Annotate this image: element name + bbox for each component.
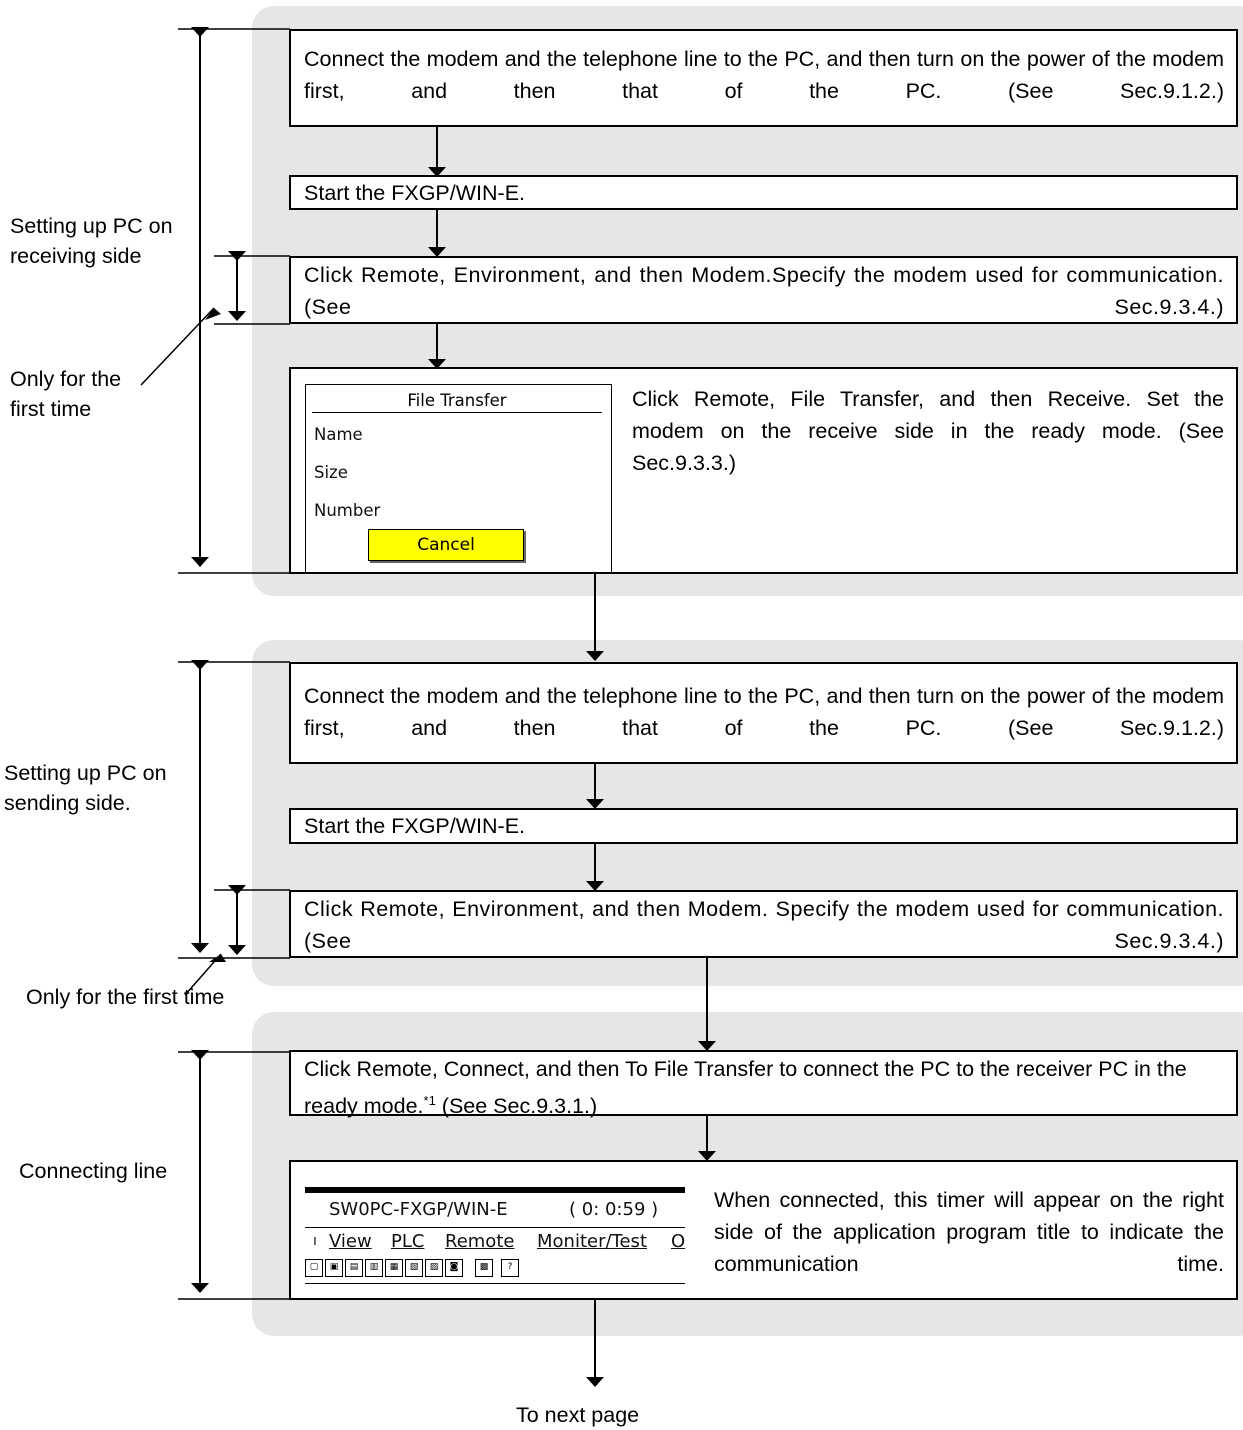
new-file-icon[interactable]: ▢ [305,1259,323,1277]
menu-divider: ı [313,1233,317,1249]
menu-remote[interactable]: Remote [445,1231,515,1252]
app-title: SW0PC-FXGP/WIN-E [329,1199,508,1220]
step3-connect-main: Click Remote, Connect, and then To File … [304,1057,1187,1119]
connecting-line-label: Connecting line [19,1159,168,1183]
step3-connect-ref: (See Sec.9.3.1.) [435,1094,598,1119]
ins-icon[interactable]: ▦ [385,1259,403,1277]
toolbar: ▢ ▣ ▤ ▥ ▦ ▧ ▨ ◙ ▩ ? [305,1259,595,1281]
step1-connect-box: Connect the modem and the telephone line… [289,29,1238,127]
step2-start-box: Start the FXGP/WIN-E. [289,808,1238,844]
step3-connect-text: Click Remote, Connect, and then To File … [304,1053,1224,1122]
step1-connect-text: Connect the modem and the telephone line… [304,47,1224,103]
step1-modem-text: Click Remote, Environment, and then Mode… [304,263,1224,319]
name-label: Name [314,425,363,444]
app-window-snippet: SW0PC-FXGP/WIN-E ( 0: 0:59 ) ı View PLC … [305,1187,686,1284]
save-file-icon[interactable]: ▤ [345,1259,363,1277]
binoculars-icon[interactable]: ◙ [445,1259,463,1277]
step1-start-text: Start the FXGP/WIN-E. [304,181,526,205]
first-time-label-1: Only for the first time [10,367,122,421]
file-transfer-title: File Transfer [312,391,602,413]
step1-modem-box: Click Remote, Environment, and then Mode… [289,256,1238,324]
step3-timer-text: When connected, this timer will appear o… [714,1188,1224,1276]
cancel-button[interactable]: Cancel [368,529,524,561]
step2-modem-text: Click Remote, Environment, and then Mode… [304,897,1224,953]
title-bar-bottom-rule [305,1227,685,1228]
step2-modem-box: Click Remote, Environment, and then Mode… [289,890,1238,958]
io-icon[interactable]: ▥ [365,1259,383,1277]
step1-receive-text: Click Remote, File Transfer, and then Re… [632,387,1224,475]
transfer-icon[interactable]: ▨ [425,1259,443,1277]
window-icon[interactable]: ▩ [475,1259,493,1277]
chart-icon[interactable]: ▧ [405,1259,423,1277]
help-icon[interactable]: ? [501,1259,519,1277]
step2-connect-box: Connect the modem and the telephone line… [289,662,1238,764]
step1-start-box: Start the FXGP/WIN-E. [289,175,1238,210]
step3-timer-box: SW0PC-FXGP/WIN-E ( 0: 0:59 ) ı View PLC … [289,1160,1238,1300]
first-time-label-2: Only for the first time [26,985,225,1009]
step3-connect-box: Click Remote, Connect, and then To File … [289,1050,1238,1118]
menu-view[interactable]: View [329,1231,372,1252]
step2-connect-text: Connect the modem and the telephone line… [304,684,1224,740]
title-bar-rule [305,1187,685,1193]
menu-other[interactable]: O [671,1231,686,1252]
file-transfer-dialog: File Transfer Name Size Number Cancel [305,384,612,573]
toolbar-bottom-rule [305,1283,685,1284]
step2-start-text: Start the FXGP/WIN-E. [304,814,526,838]
size-label: Size [314,463,348,482]
number-label: Number [314,501,381,520]
next-page-label: To next page [516,1403,640,1427]
open-file-icon[interactable]: ▣ [325,1259,343,1277]
footnote-mark: *1 [423,1093,436,1108]
app-timer: ( 0: 0:59 ) [569,1199,659,1220]
sending-side-label: Setting up PC on sending side. [4,761,167,815]
receiving-side-label: Setting up PC on receiving side [10,214,173,268]
menu-plc[interactable]: PLC [391,1231,425,1252]
step1-receive-box: File Transfer Name Size Number Cancel Cl… [289,367,1238,574]
menu-moniter-test[interactable]: Moniter/Test [537,1231,647,1252]
